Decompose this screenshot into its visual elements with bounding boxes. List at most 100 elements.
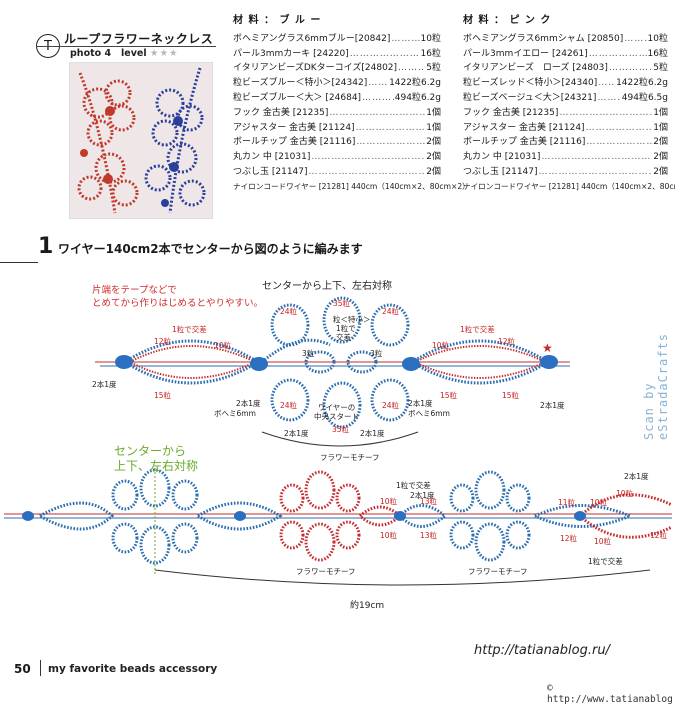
bottom-count-12a: 12粒: [560, 534, 578, 543]
bottom-count-10b: 10粒: [380, 531, 398, 540]
leader-dots: …………………………………: [349, 48, 420, 59]
material-row: 丸カン 中 [21031]…………………………………2個: [233, 150, 441, 165]
bottom-count-10a: 10粒: [380, 497, 398, 506]
material-name: ボールチップ 金古美 [21116]: [463, 137, 586, 148]
leader-dots: …………………………………: [538, 166, 653, 177]
watermark-credit: © http://www.tatianablog.ru: [547, 683, 675, 705]
material-row: パール3mmカーキ [24220]…………………………………16粒: [233, 47, 441, 62]
material-name: 丸カン 中 [21031]: [463, 152, 541, 163]
material-row: 粒ビーズレッド＜特小＞[24340]…………………………………1422粒6.2g: [463, 76, 668, 91]
leader-dots: …………………………………: [368, 78, 389, 89]
leader-dots: …………………………………: [356, 137, 425, 148]
flower-motif-top: フラワーモチーフ: [320, 453, 380, 462]
start-note-a: ワイヤーの: [318, 403, 356, 412]
start-note-b: 中央スタート: [314, 412, 359, 421]
two-once-mid-right: 2本1度: [408, 399, 433, 408]
leader-dots: …………………………………: [311, 152, 425, 163]
material-quantity: 2個: [426, 166, 441, 177]
bottom-flower-motif-2: フラワーモチーフ: [468, 567, 528, 576]
bottom-count-10e: 10粒: [594, 537, 612, 546]
material-quantity: 16粒: [647, 48, 668, 59]
material-name: フック 金古美 [21235]: [463, 107, 559, 118]
material-quantity: 5粒: [653, 63, 668, 74]
two-once-flower-l: 2本1度: [284, 429, 309, 438]
bottom-diagram-wires: [4, 468, 672, 575]
bottom-count-11: 11粒: [558, 498, 576, 507]
material-row: 粒ビーズブルー＜大＞ [24684]…………………………………494粒6.2g: [233, 91, 441, 106]
material-row: 丸カン 中 [21031]…………………………………2個: [463, 150, 668, 165]
materials-blue: 材 料 ： ブ ル ー ボヘミアングラス6mmブルー[20842]……………………: [233, 14, 470, 195]
two-once-left: 2本1度: [92, 380, 117, 389]
material-quantity: 16粒: [420, 48, 441, 59]
photo-number: photo 4: [70, 48, 112, 59]
center-symmetry-note: センターから 上下、左右対称: [114, 444, 198, 474]
count-35-bottom: 35粒: [332, 425, 350, 434]
material-quantity: 1個: [653, 122, 668, 133]
material-name: ボールチップ 金古美 [21116]: [233, 137, 356, 148]
bottom-cross: 1粒で交差: [396, 481, 431, 490]
bottom-count-10d: 10粒: [616, 489, 634, 498]
leader-dots: …………………………………: [588, 48, 647, 59]
flower-brace: [261, 431, 419, 447]
bottom-flower-motif-1: フラワーモチーフ: [296, 567, 356, 576]
material-row: ボールチップ 金古美 [21116]…………………………………2個: [463, 135, 668, 150]
material-row: フック 金古美 [21235]…………………………………1個: [463, 106, 668, 121]
bottom-cross-right: 1粒で交差: [588, 557, 623, 566]
material-quantity: 10粒: [420, 33, 441, 44]
count-3-left: 3粒: [302, 349, 315, 358]
level-stars: ★★★: [149, 48, 179, 59]
material-row: イタリアンビーズ ローズ [24803]…………………………………5粒: [463, 61, 668, 76]
center-note-a: 粒＜特小＞: [333, 315, 371, 324]
center-symmetry-line1: センターから: [114, 444, 187, 458]
material-quantity: 1422粒6.2g: [389, 78, 441, 89]
bottom-count-13b: 13粒: [420, 531, 438, 540]
leader-dots: …………………………………: [391, 33, 420, 44]
blog-url[interactable]: http://tatianablog.ru/: [474, 643, 610, 658]
footer-divider: [40, 660, 41, 676]
center-note-b: 1粒で: [336, 324, 356, 333]
material-quantity: 494粒6.5g: [621, 92, 668, 103]
material-quantity: 5粒: [426, 63, 441, 74]
tape-note: 片端をテープなどで とめてから作りはじめるとやりやすい。: [92, 284, 263, 310]
cross-left: 1粒で交差: [172, 325, 207, 334]
bottom-count-13a: 13粒: [420, 497, 438, 506]
bottom-diagram-beads: [22, 511, 586, 521]
material-quantity: 1個: [653, 107, 668, 118]
length-brace: [154, 569, 651, 586]
two-once-flower-r: 2本1度: [360, 429, 385, 438]
title-divider: [36, 46, 216, 47]
level-label: level: [121, 48, 147, 59]
material-row: パール3mmイエロー [24261]…………………………………16粒: [463, 47, 668, 62]
bottom-two-once: 2本1度: [410, 491, 435, 500]
material-name: フック 金古美 [21235]: [233, 107, 329, 118]
leader-dots: …………………………………: [624, 33, 646, 44]
material-quantity: 2個: [426, 137, 441, 148]
necklace-photo: [69, 62, 213, 219]
step-divider: [0, 262, 38, 263]
material-row: ボヘミアングラス6mmブルー[20842]…………………………………10粒: [233, 32, 441, 47]
count-10-right: 10粒: [432, 341, 450, 350]
material-name: ボヘミアングラス6mmブルー[20842]: [233, 33, 391, 44]
material-name: 粒ビーズブルー＜特小＞[24342]: [233, 78, 368, 89]
symmetry-caption: センターから上下、左右対称: [262, 281, 392, 292]
length-label: 約19cm: [350, 601, 385, 611]
photo-level-label: photo 4 level ★★★: [70, 48, 178, 59]
leader-dots: …………………………………: [585, 122, 653, 133]
material-row: イタリアンビーズDKターコイズ[24802]…………………………………5粒: [233, 61, 441, 76]
scan-credit: Scan by eStradaCrafts: [642, 333, 670, 440]
bohemian-left: ボヘミ6mm: [214, 409, 256, 418]
leader-dots: …………………………………: [608, 63, 652, 74]
bottom-diagram-loops: [39, 468, 673, 565]
material-quantity: 2個: [653, 166, 668, 177]
material-name: イタリアンビーズ ローズ [24803]: [463, 63, 608, 74]
two-once-right: 2本1度: [540, 401, 565, 410]
count-12-left: 12粒: [154, 337, 172, 346]
count-15-mid-right: 15粒: [440, 391, 458, 400]
material-name: つぶし玉 [21147]: [233, 166, 308, 177]
material-name: パール3mmイエロー [24261]: [463, 48, 588, 59]
count-24-br: 24粒: [382, 401, 400, 410]
material-row: つぶし玉 [21147]…………………………………2個: [463, 165, 668, 180]
count-24-tr: 24粒: [382, 307, 400, 316]
count-24-bl: 24粒: [280, 401, 298, 410]
count-24-tl: 24粒: [280, 307, 298, 316]
